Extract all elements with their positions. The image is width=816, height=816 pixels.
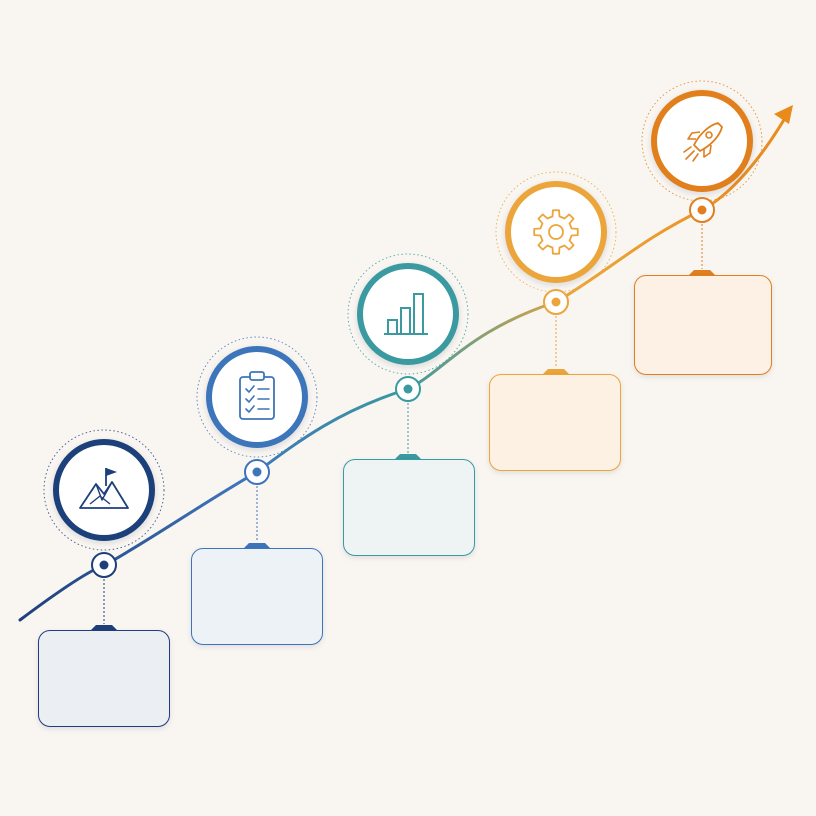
milestone-4-ring (505, 181, 607, 283)
growth-arrowhead (774, 105, 793, 124)
milestone-1-node-dot (99, 560, 109, 570)
milestone-3-halo (347, 253, 469, 375)
milestone-4-card (489, 374, 621, 471)
mountain-flag-icon (79, 468, 129, 509)
milestone-3-node-dot (403, 384, 413, 394)
milestone-1 (43, 429, 165, 631)
milestone-2-ring (206, 346, 308, 448)
milestone-4-card-pointer (542, 369, 570, 375)
milestone-5-card-pointer (688, 270, 716, 276)
milestone-4 (495, 171, 617, 375)
milestone-5-halo (641, 80, 763, 202)
milestone-3-card-pointer (394, 454, 422, 460)
milestone-5-node-dot (697, 205, 707, 215)
milestone-1-card-pointer (90, 625, 118, 631)
milestone-2-node-dot (252, 467, 262, 477)
milestone-2-card-pointer (243, 543, 271, 549)
milestone-1-card (38, 630, 170, 727)
milestone-5-ring (651, 90, 753, 192)
milestone-2 (196, 336, 318, 549)
milestone-3-ring (357, 263, 459, 365)
bar-chart-icon (384, 293, 428, 335)
milestone-4-node-dot (551, 297, 561, 307)
clipboard-checklist-icon (239, 371, 275, 420)
rocket-icon (683, 122, 723, 162)
milestone-1-halo (43, 429, 165, 551)
gear-icon (533, 209, 579, 255)
milestone-4-halo (495, 171, 617, 293)
milestone-3-card (343, 459, 475, 556)
milestone-1-ring (53, 439, 155, 541)
milestone-5 (641, 80, 763, 276)
milestone-2-halo (196, 336, 318, 458)
milestone-2-card (191, 548, 323, 645)
milestone-5-card (634, 275, 772, 375)
milestone-3 (347, 253, 469, 460)
